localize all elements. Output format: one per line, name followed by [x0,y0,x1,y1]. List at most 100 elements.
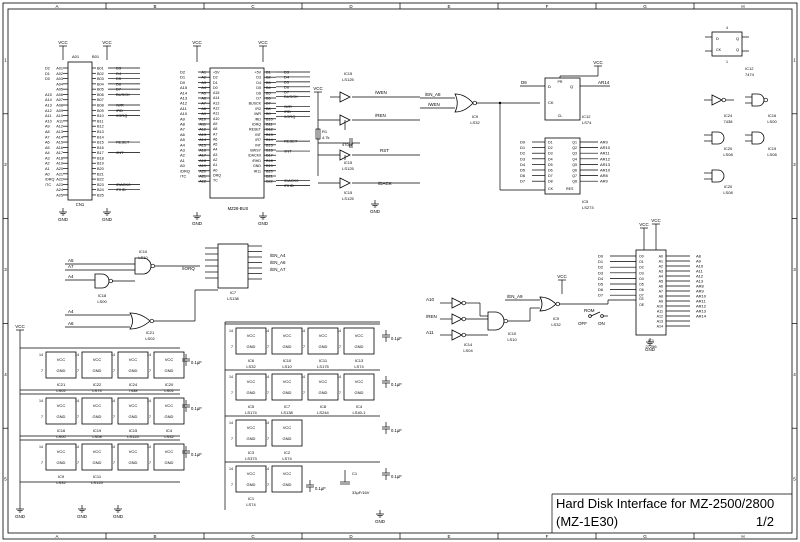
signal-label: AR12 [696,304,707,309]
signal-label: /DRQ [45,178,55,182]
grid-column-label: G [643,4,647,9]
signal-label: D6 [520,173,526,178]
decoupled-ic-box [45,351,77,379]
buffer-gate [711,94,723,106]
pin-label: A11 [200,123,206,127]
pin-number: 14 [337,329,341,333]
and-gate [751,131,765,145]
pin-label: CK [548,100,554,105]
pin-number: 7 [267,345,269,349]
ic-pin-label: VCC [129,403,138,408]
inner-pin-label: TC [213,179,218,183]
pin-number: 14 [229,421,233,425]
pin-label: B21 [266,175,273,179]
part-ref: IC12 [745,66,754,71]
pin-label: RES [566,187,574,191]
part-type: LS32 [164,434,174,439]
pin-label: B8 [266,107,271,111]
inner-pin-label: A15 [213,91,219,95]
pin-label: A13 [56,130,63,134]
pin-label: A3 [659,270,663,274]
part-ref: IC5 [248,404,255,409]
pin-label: A21 [199,175,206,179]
decoupled-ic-box [117,351,149,379]
grid-column-label: G [643,534,647,539]
part-type: LS74 [92,388,102,393]
eprom-ic1 [635,249,667,336]
pin-label: Q7 [572,174,577,178]
signal-label: A7 [180,127,186,132]
grid-column-label: D [349,534,353,539]
pin-label: A6 [659,285,663,289]
pin-label: A14 [56,135,63,139]
grid-column-label: F [546,534,549,539]
part-type: LS244 [317,410,329,415]
pin-label: 4 [726,26,728,30]
inner-pin-label: IORQ [252,123,261,127]
pin-number: 14 [265,467,269,471]
signal-label: A1 [45,167,50,171]
signal-label: A15 [180,85,188,90]
inner-pin-label: A12 [213,107,219,111]
ground-label: GND [375,519,386,524]
pin-label: A09 [56,109,63,113]
ground-label: GND [102,217,113,222]
switch-contact [600,314,604,318]
vcc-label: VCC [313,86,323,91]
ic-pin-label: VCC [129,357,138,362]
pin-label: Q4 [572,157,577,161]
vcc-label: VCC [557,274,567,279]
pin-label: A0 [659,255,663,259]
ic-pin-label: VCC [165,449,174,454]
part-ref: IC22 [93,382,102,387]
grid-row-label: 1 [793,57,796,62]
pin-label: A20 [199,169,206,173]
ic-pin-label: VCC [165,357,174,362]
net-label: AR14 [598,80,610,85]
ic-pin-label: VCC [283,471,292,476]
cap-label: 0.1μF [191,360,202,365]
switch-label: ON [598,321,605,326]
inversion-bubble [763,97,768,103]
and-gate [487,311,505,331]
net-label: /EN_A7 [270,267,286,272]
part-type: LS32 [470,120,480,125]
pin-label: B06 [97,93,104,97]
pin-label: OE [639,303,645,307]
ic-pin-label: VCC [319,333,328,338]
signal-label: D7 [520,179,526,184]
pin-label: A12 [199,128,206,132]
and-gate [94,273,110,289]
grid-column-label: D [349,4,353,9]
pin-label: A06 [56,93,63,97]
pin-label: D7 [548,174,553,178]
ic-pin-label: VCC [93,357,102,362]
pin-label: A02 [56,72,63,76]
vcc-label: VCC [192,40,202,45]
decoupled-ic-box [271,373,303,401]
signal-label: D1 [180,75,186,80]
pin-label: A8 [201,107,206,111]
part-ref: IC14 [464,342,473,347]
part-value: 33μF/16V [352,490,370,495]
part-type: LS00 [767,119,777,124]
pin-label: A18 [199,159,206,163]
part-ref: IC19 [768,146,777,151]
signal-label: A12 [180,101,188,106]
pin-label: A01 [72,54,80,59]
part-type: 7438 [724,119,734,124]
inner-pin-label: A11 [213,112,219,116]
pin-label: 1 [726,60,728,64]
net-label: A7 [68,264,74,269]
signal-label: /TC [45,183,51,187]
ic-pin-label: GND [319,390,328,395]
signal-label: A6 [45,141,50,145]
pin-label: A13 [199,133,206,137]
ic-pin-label: GND [247,436,256,441]
part-ref: IC15 [129,428,138,433]
buffer-gate [451,297,463,309]
inner-pin-label: D1 [213,81,218,85]
net-label: /EN_A9 [507,294,523,299]
pin-label: B5 [266,91,271,95]
cap-label: 0.1μF [191,452,202,457]
